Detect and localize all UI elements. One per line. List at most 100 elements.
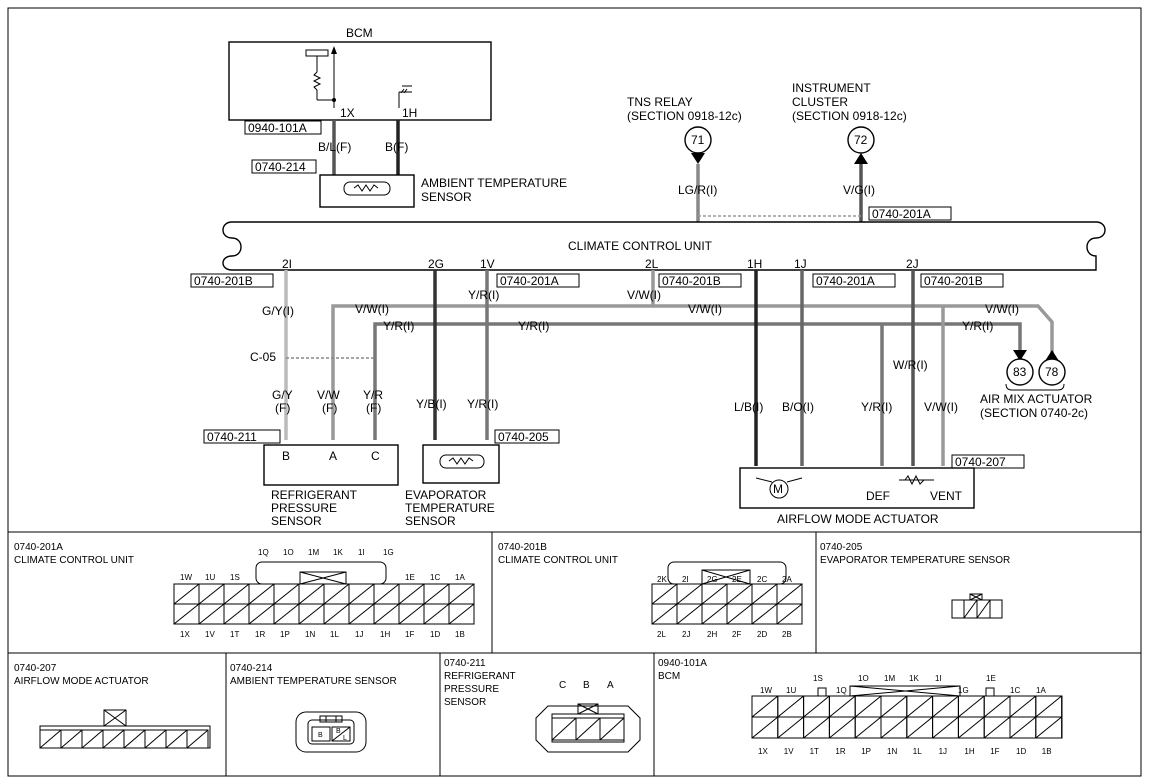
p101a-bottom-1f: 1F [990,747,999,756]
p201b-cell [776,603,803,625]
thermistor-icon [343,181,391,196]
panel-211-code: 0740-211 [444,658,486,669]
p214-cell-b2: B [336,728,341,735]
p101a-row1-1c: 1C [1010,686,1020,695]
wire-label-w-r-i: W/R(I) [893,358,928,372]
wire-label-l-b-i: L/B(I) [734,400,763,414]
wire-label-g-y-i: G/Y(I) [262,304,294,318]
p201a-bottom-1f: 1F [405,630,414,639]
wire-label-y-r-i-evap: Y/R(I) [467,397,498,411]
ccu-pin-1j: 1J [794,257,807,271]
p201a-bottom-1d: 1D [430,630,440,639]
p201a-row1-1u: 1U [205,573,215,582]
panel-207-name: AIRFLOW MODE ACTUATOR [14,676,149,687]
p201a-top-1k: 1K [333,548,343,557]
p201a-row1-1e: 1E [405,573,415,582]
ccu-pin-1v: 1V [480,257,495,271]
ccu-pin-2g: 2G [428,257,444,271]
p201b-top-2g: 2G [707,575,718,584]
p201a-cell [448,603,475,625]
bcm-internal-circuit [305,46,412,108]
p201b-bottom-2b: 2B [782,630,792,639]
wire-label-lg-r-i: LG/R(I) [678,183,717,197]
tns-relay-ref: 71 [691,133,705,147]
conn-0740-207-label: 0740-207 [955,455,1006,469]
p201a-bottom-1n: 1N [305,630,315,639]
cluster-ref: 72 [854,133,868,147]
conn-0740-201b-right: 0740-201B [924,274,983,288]
p201a-bottom-1t: 1T [230,630,239,639]
p101a-bottom-1t: 1T [810,747,819,756]
p101a-top-1s: 1S [813,674,823,683]
refrig-pin-b: B [282,449,290,463]
p201b-bottom-2d: 2D [757,630,767,639]
conn-0940-101a-label: 0940-101A [248,121,307,135]
p214-cell-l: L [343,735,347,742]
p201b-top-2e: 2E [732,575,742,584]
wire-label-b-f: B(F) [385,140,408,154]
conn-0940-101a-tag [244,120,322,135]
evap-label-2: TEMPERATURE [405,501,495,515]
ccu-pin-2j: 2J [906,257,919,271]
panel-101a-code: 0940-101A [658,658,707,669]
ccu-title: CLIMATE CONTROL UNIT [568,239,713,253]
panel-211-name3: SENSOR [444,697,486,708]
wire-label-v-w-i-act: V/W(I) [924,400,958,414]
p201a-bottom-1v: 1V [205,630,215,639]
wire-label-v-w-i-mid: V/W(I) [627,288,661,302]
refrig-pin-a: A [329,449,337,463]
wire-label-v-w-f-1: V/W [317,388,340,402]
wire-label-b-o-i: B/O(I) [782,400,814,414]
bcm-box [228,41,492,121]
arrow-down-icon [1013,350,1027,361]
p101a-bottom-1r: 1R [835,747,845,756]
p201a-bottom-1h: 1H [380,630,390,639]
p201b-bottom-2h: 2H [707,630,717,639]
ccu-pin-1h: 1H [747,257,762,271]
airflow-actuator-box [739,467,975,509]
conn-0740-201b-left: 0740-201B [194,274,253,288]
p211-cell [599,717,625,741]
wire-harness [284,270,1054,466]
p101a-bottom-1j: 1J [939,747,947,756]
p201b-top-2c: 2C [757,575,767,584]
panel-201a-code: 0740-201A [14,542,63,553]
wire-label-y-r-i-a: Y/R(I) [383,319,414,333]
p101a-top-1o: 1O [858,674,869,683]
conn-0740-201a-mid: 0740-201A [500,274,559,288]
p101a-row1-1g: 1G [958,686,969,695]
panel-211-name2: PRESSURE [444,684,499,695]
conn-0740-201b-mid: 0740-201B [662,274,721,288]
wire-label-y-r-i-right: Y/R(I) [962,319,993,333]
wire-label-y-r-i-act: Y/R(I) [861,400,892,414]
wire-label-g-y-f-2: (F) [275,401,290,415]
wire-label-y-r-f-1: Y/R [363,388,383,402]
p201a-top-1o: 1O [283,548,294,557]
p211-top-a: A [607,680,614,691]
p201a-bottom-1p: 1P [280,630,290,639]
panel-201b-code: 0740-201B [498,542,547,553]
motor-icon [769,479,789,499]
p101a-bottom-1v: 1V [784,747,794,756]
cluster-label-2: CLUSTER [792,95,848,109]
refrig-pin-c: C [371,449,380,463]
tns-relay-label-2: (SECTION 0918-12c) [627,109,742,123]
ccu-band [222,221,1106,271]
p201b-top-2a: 2A [782,575,792,584]
ccu-pin-2i: 2I [282,257,292,271]
p201a-bottom-1b: 1B [455,630,465,639]
ambient-sensor-label-2: SENSOR [421,190,472,204]
wire-label-v-w-i-right: V/W(I) [985,302,1019,316]
air-mix-ref-a: 83 [1013,365,1027,379]
outer-frame [7,7,1142,777]
refrig-label-3: SENSOR [271,514,322,528]
p201b-bottom-2f: 2F [732,630,741,639]
p201a-bottom-1r: 1R [255,630,265,639]
refrigerant-sensor-box [263,444,399,486]
bcm-pin-1h: 1H [402,106,417,120]
p201a-row1-1c: 1C [430,573,440,582]
p201a-top-1i: 1I [358,548,365,557]
